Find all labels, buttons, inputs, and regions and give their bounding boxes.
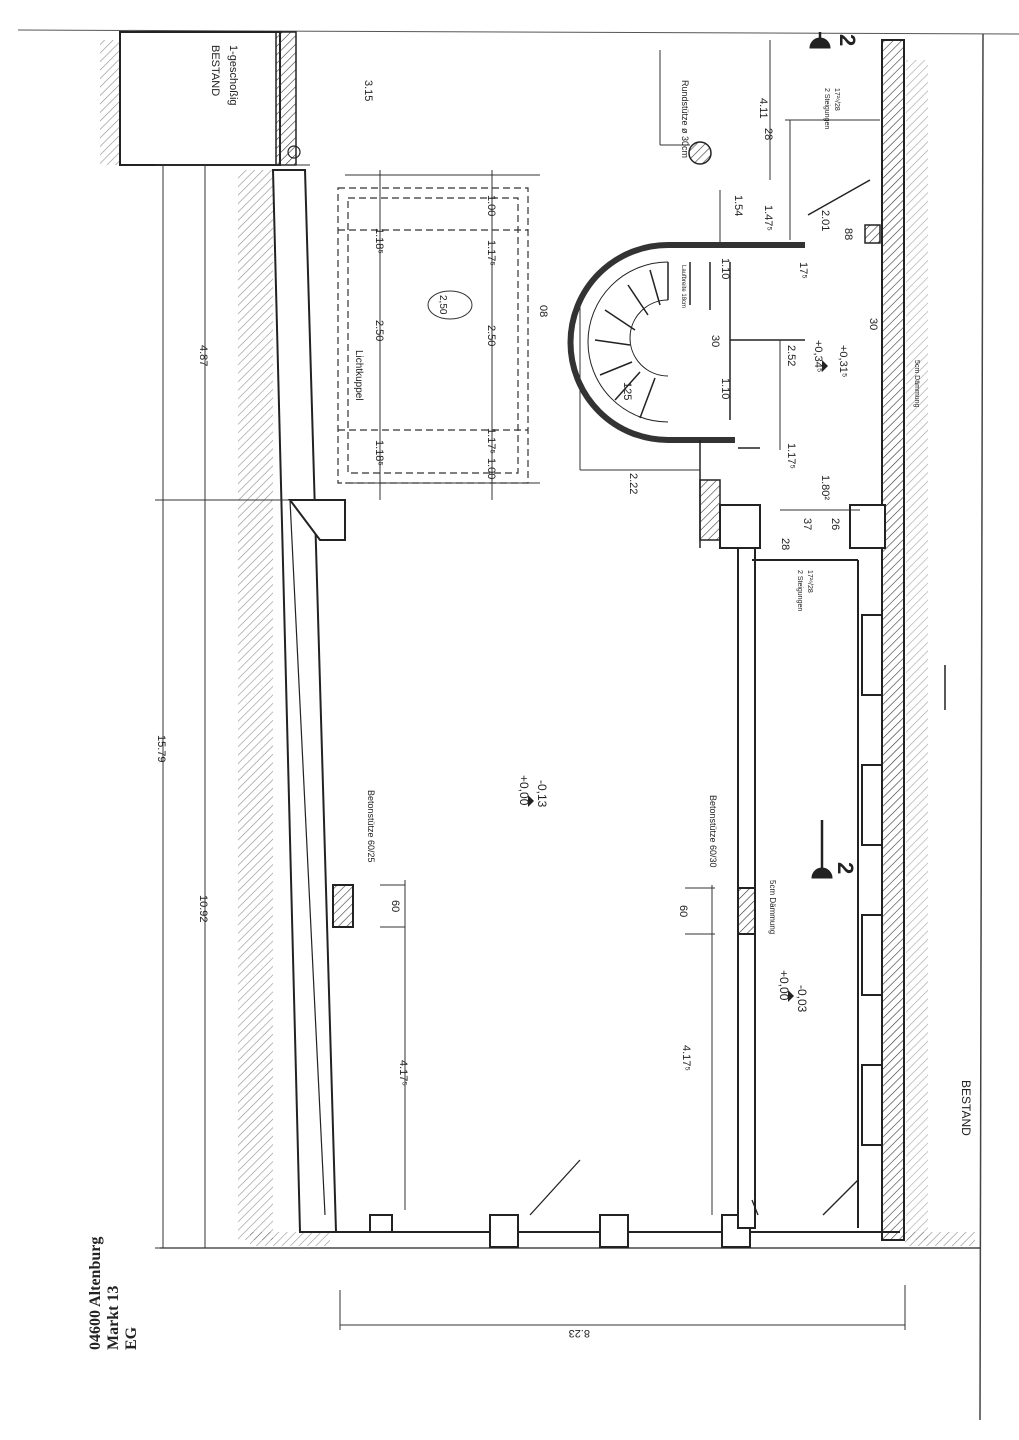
dim-118a: 1.18⁵ <box>373 228 385 254</box>
dim-201: 2.01 <box>819 210 831 231</box>
dim-110b: 1.10 <box>719 378 731 399</box>
dim-175a: 1.17⁵ <box>485 240 497 266</box>
label-bestand-top2: 1-geschoßig <box>227 45 239 106</box>
dim-width: 8.23 <box>569 1327 590 1339</box>
section-markers <box>809 32 946 879</box>
elevation-markers <box>528 360 828 1002</box>
elev-main-b: -0,13 <box>535 780 549 808</box>
dim-110a: 1.10 <box>719 258 731 279</box>
skylight <box>337 187 529 484</box>
dim-100a: 1.00 <box>485 195 497 216</box>
title-line-1: 04600 Altenburg <box>87 1237 104 1350</box>
dim-upper: 4.87 <box>197 345 209 366</box>
dim-180: 1.80² <box>819 475 831 500</box>
elev-sky: 2,50 <box>437 295 448 315</box>
label-steigungen-1: 2 Steigungen <box>823 88 830 129</box>
label-betonstuetze-2: Betonstütze 60/30 <box>708 795 718 868</box>
dim-28a: 28 <box>762 128 774 140</box>
section-mark-top-label: 2 <box>835 34 860 46</box>
dim-26: 26 <box>829 518 841 530</box>
title-line-2: Markt 13 <box>105 1286 122 1350</box>
dim-lower: 10.92 <box>197 895 209 923</box>
right-border <box>979 33 984 1421</box>
dim-411: 4.11 <box>757 98 769 119</box>
dim-417b: 4.17⁵ <box>680 1045 692 1071</box>
round-column <box>688 141 712 165</box>
dim-60a: 60 <box>389 900 401 912</box>
label-steigungen-2b: 17²⁶/28 <box>806 570 813 593</box>
label-betonstuetze-1: Betonstütze 60/25 <box>366 790 376 863</box>
label-daemmung-1: 5cm Dämmung <box>768 880 777 934</box>
dim-222: 2.22 <box>627 473 639 494</box>
right-outer-wall <box>881 39 905 1241</box>
elev-right-b: -0,03 <box>795 985 809 1013</box>
section-mark-label: 2 <box>833 862 858 874</box>
existing-building-top <box>119 31 281 166</box>
top-border <box>17 29 1019 35</box>
dim-147: 1.47⁵ <box>762 205 774 231</box>
label-lichtkuppel: Lichtkuppel <box>353 350 364 401</box>
spiral-stair <box>567 179 881 548</box>
dim-417a: 4.17⁵ <box>397 1060 409 1086</box>
dim-100b: 1.00 <box>485 458 497 479</box>
title-line-3: EG <box>123 1326 140 1350</box>
ground-hatch-left <box>238 170 273 1240</box>
dim-175b: 1.17⁵ <box>485 428 497 454</box>
label-steigungen-2: 2 Steigungen <box>796 570 803 611</box>
elev-stair-b: +0,31⁵ <box>837 345 849 377</box>
dim-250a: 2.50 <box>373 320 385 341</box>
dim-60b: 60 <box>677 905 689 917</box>
label-daemmung-2: 5cm Dämmung <box>913 360 920 408</box>
concrete-column-2 <box>737 887 756 935</box>
dimension-lines <box>155 40 906 1330</box>
dim-37: 37 <box>801 518 813 530</box>
dim-154: 1.54 <box>732 195 744 216</box>
dim-30a: 30 <box>709 335 721 347</box>
dim-28b: 28 <box>779 538 791 550</box>
dim-117: 1.17⁵ <box>785 443 797 469</box>
elev-main-a: +0,00 <box>517 775 531 806</box>
dim-315: 3.15 <box>362 80 374 101</box>
left-outer-wall <box>271 169 338 1233</box>
walls <box>100 31 980 1249</box>
dim-88: 88 <box>842 228 854 240</box>
elev-right-a: +0,00 <box>777 970 791 1001</box>
dim-252: 2.52 <box>785 345 797 366</box>
dim-250b: 2.50 <box>485 325 497 346</box>
concrete-column-1 <box>332 884 354 928</box>
dim-118b: 1.18⁵ <box>373 440 385 466</box>
label-laufbreite: Laufbreite 18cm <box>680 265 686 308</box>
elev-stair-a: +0,34⁵ <box>812 340 824 372</box>
label-steigungen-1b: 17²⁶/28 <box>833 88 840 111</box>
dim-08: 08 <box>537 305 549 317</box>
label-rundstuetze: Rundstütze ø 30cm <box>680 80 690 158</box>
dim-175c: 17⁵ <box>797 262 809 279</box>
dim-125: 125 <box>621 382 633 400</box>
dim-total: 15.79 <box>155 735 167 763</box>
label-bestand-bottom: BESTAND <box>959 1080 973 1136</box>
dim-30b: 30 <box>867 318 879 330</box>
label-bestand-top: BESTAND <box>209 45 221 96</box>
